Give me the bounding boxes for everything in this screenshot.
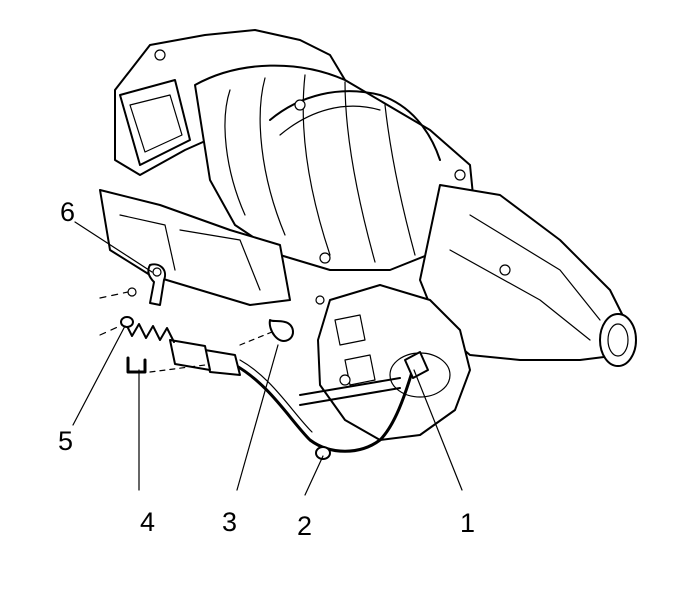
cable-grommet [315,446,331,460]
callout-1: 1 [460,508,475,538]
transmission-assembly [99,29,637,441]
leader-5 [72,325,126,426]
leader-1 [413,369,463,491]
callout-4: 4 [140,507,155,537]
callouts: 1 2 3 4 5 6 [58,197,475,541]
callout-6: 6 [60,197,75,227]
shift-cable [99,263,429,460]
callout-3: 3 [222,507,237,537]
leader-3 [236,344,279,491]
leader-6 [74,221,153,273]
cable-end-fitting [204,349,241,376]
cable-retainer [268,319,294,342]
shift-lever-connection [404,351,429,379]
leader-lines [72,221,463,496]
cable-spring [124,321,175,343]
leader-2 [304,455,324,496]
callout-5: 5 [58,426,73,456]
callout-2: 2 [297,511,312,541]
retaining-clip [126,356,147,374]
